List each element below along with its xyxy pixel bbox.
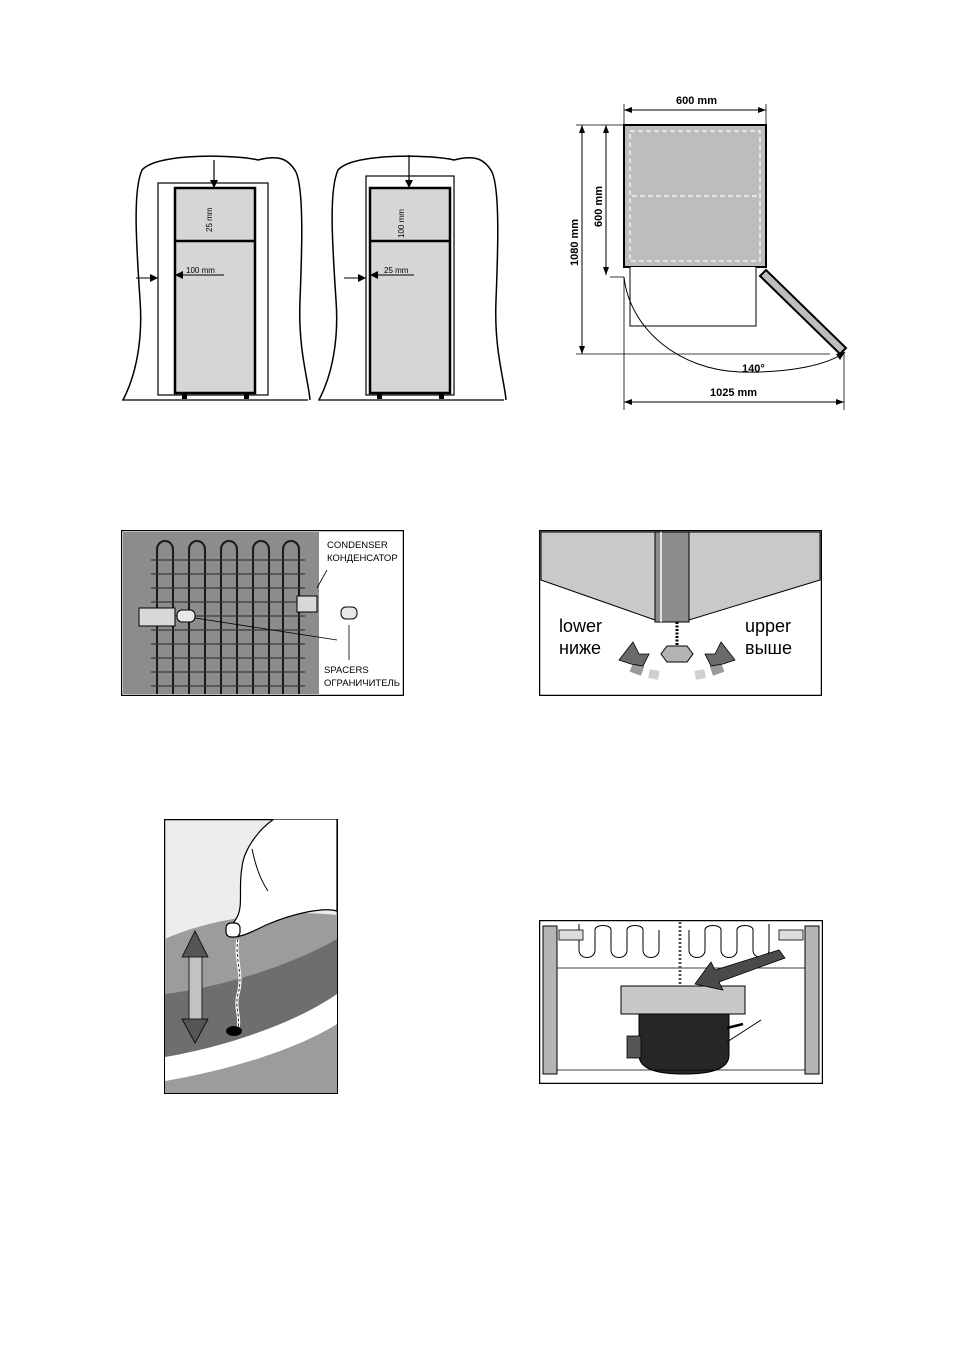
fridge-right: 100 mm 25 mm [319, 155, 506, 400]
lower-label-ru: ниже [559, 638, 601, 658]
compressor [639, 1014, 729, 1074]
spacer-left [177, 610, 195, 622]
left-side-gap-label: 100 mm [186, 266, 215, 275]
height-label: 1080 mm [569, 219, 581, 266]
angle-label: 140° [742, 363, 765, 375]
right-top-gap-label: 100 mm [397, 209, 406, 238]
fridge-left: 25 mm 100 mm [123, 156, 310, 400]
drip-tray [621, 986, 745, 1014]
levelling-nut [661, 646, 693, 662]
clearance-figure: 25 mm 100 mm 100 mm 25 mm [118, 150, 508, 410]
compressor-figure [539, 920, 823, 1084]
drain-cleaning-figure [164, 819, 338, 1094]
levelling-figure: lower ниже upper выше [539, 530, 822, 696]
depth-label: 600 mm [593, 186, 605, 227]
open-door [760, 270, 846, 354]
upper-label-en: upper [745, 616, 791, 636]
condenser-label-en: CONDENSER [327, 540, 388, 551]
drain-hole [226, 1026, 242, 1036]
left-top-gap-label: 25 mm [205, 207, 214, 232]
lower-label-en: lower [559, 616, 602, 636]
dimensions-figure: 600 mm 600 mm 1080 mm 140° 1025 mm [560, 90, 860, 420]
condenser-figure: CONDENSER КОНДЕНСАТОР SPACERS ОГРАНИЧИТЕ… [121, 530, 404, 696]
right-side-gap-label: 25 mm [384, 266, 409, 275]
spacers-label-ru: ОГРАНИЧИТЕЛЬ [324, 678, 400, 689]
upper-label-ru: выше [745, 638, 792, 658]
condenser-label-ru: КОНДЕНСАТОР [327, 553, 398, 564]
width-label: 600 mm [676, 95, 717, 107]
spacers-label-en: SPACERS [324, 665, 369, 676]
total-depth-label: 1025 mm [710, 387, 757, 399]
spacer-right [341, 607, 357, 619]
